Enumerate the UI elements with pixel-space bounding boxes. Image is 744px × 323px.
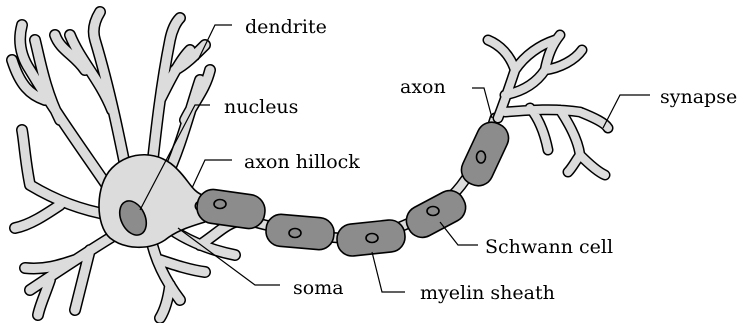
label-axon-hillock: axon hillock bbox=[244, 151, 360, 173]
schwann-nucleus bbox=[477, 151, 486, 163]
neuron-cell-body bbox=[12, 12, 235, 318]
label-soma: soma bbox=[293, 277, 344, 299]
schwann-nucleus bbox=[214, 200, 226, 209]
axon-terminals bbox=[488, 35, 608, 175]
myelin-segment bbox=[195, 187, 267, 230]
leader-axon bbox=[472, 88, 492, 118]
label-nucleus: nucleus bbox=[224, 96, 298, 118]
leader-myelin-sheath bbox=[372, 252, 405, 292]
schwann-nucleus bbox=[427, 207, 439, 216]
label-dendrite: dendrite bbox=[245, 16, 327, 38]
schwann-nucleus bbox=[366, 234, 378, 243]
leader-axon-hillock bbox=[192, 160, 232, 188]
schwann-nucleus bbox=[289, 229, 301, 238]
label-synapse: synapse bbox=[660, 86, 737, 108]
label-schwann-cell: Schwann cell bbox=[485, 236, 613, 258]
soma-body bbox=[99, 155, 209, 248]
label-axon: axon bbox=[400, 76, 446, 98]
label-myelin-sheath: myelin sheath bbox=[420, 282, 555, 304]
